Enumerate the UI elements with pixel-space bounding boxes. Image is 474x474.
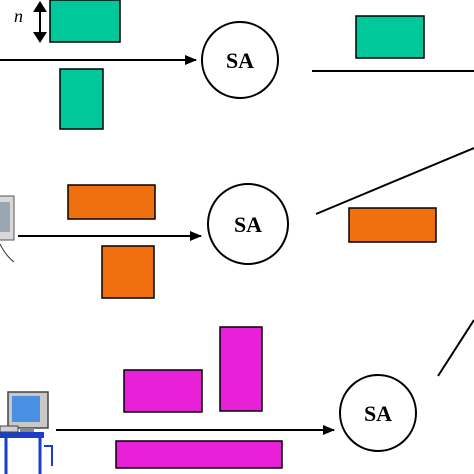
double-arrow-icon bbox=[33, 1, 47, 43]
middle-row: SA bbox=[0, 147, 474, 299]
sa-bottom-label: SA bbox=[364, 401, 392, 426]
sa-top-label: SA bbox=[226, 48, 254, 73]
teal-tall-packet bbox=[59, 68, 104, 130]
sa-middle-label: SA bbox=[234, 212, 262, 237]
teal-wide-packet bbox=[49, 0, 121, 43]
n-label: n bbox=[14, 6, 23, 26]
middle-output-line bbox=[315, 147, 474, 215]
orange-wide-packet bbox=[67, 184, 156, 220]
bottom-row: SA bbox=[0, 319, 474, 474]
computer-with-desk-icon bbox=[0, 391, 53, 474]
computer-icon bbox=[0, 195, 15, 263]
orange-output-packet bbox=[348, 207, 437, 243]
sa-top-node bbox=[201, 21, 279, 99]
bottom-output-line bbox=[437, 319, 474, 377]
sa-middle-node bbox=[207, 183, 289, 265]
teal-output-packet bbox=[355, 15, 425, 59]
top-row: n SA bbox=[0, 0, 474, 130]
sa-bottom-node bbox=[339, 374, 417, 452]
orange-square-packet bbox=[101, 245, 155, 299]
magenta-long-packet bbox=[115, 440, 283, 469]
magenta-tall-packet bbox=[219, 326, 263, 412]
magenta-wide-packet bbox=[123, 369, 203, 413]
